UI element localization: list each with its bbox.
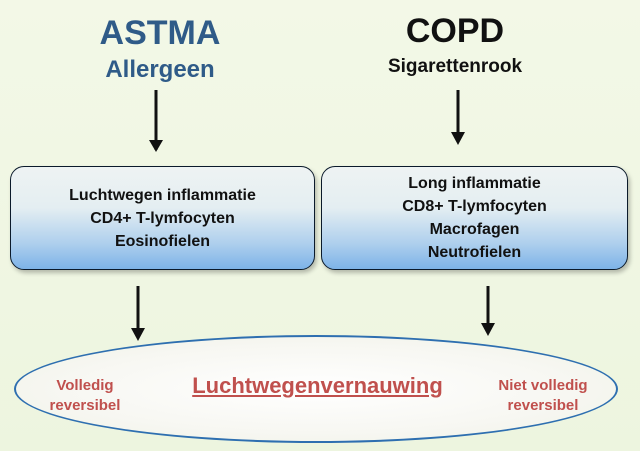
- astma-box-line: Luchtwegen inflammatie: [69, 186, 256, 204]
- copd-box-line: Macrofagen: [429, 221, 520, 238]
- astma-inflammation-box: Luchtwegen inflammatie CD4+ T-lymfocyten…: [10, 166, 315, 270]
- copd-inflammation-box: Long inflammatie CD8+ T-lymfocyten Macro…: [321, 166, 628, 270]
- copd-note-line: Niet volledig: [498, 377, 588, 394]
- copd-box-line: CD8+ T-lymfocyten: [402, 198, 547, 215]
- astma-note-line: Volledig: [56, 377, 114, 394]
- copd-title: COPD: [405, 12, 505, 50]
- astma-box-line: Eosinofielen: [114, 232, 211, 250]
- copd-box-line: Long inflammatie: [408, 175, 541, 192]
- astma-box-line: CD4+ T-lymfocyten: [90, 209, 235, 227]
- copd-reversibility-note: Niet volledig reversibel: [488, 376, 598, 416]
- outcome-label: Luchtwegenvernauwing: [192, 373, 443, 398]
- arrowhead-astma-to-outcome: [131, 328, 145, 341]
- copd-box-line: Neutrofielen: [427, 244, 522, 261]
- copd-note-line: reversibel: [507, 397, 579, 414]
- copd-trigger: Sigarettenrook: [387, 56, 523, 77]
- astma-reversibility-note: Volledig reversibel: [30, 376, 140, 416]
- arrowhead-copd-to-outcome: [481, 323, 495, 336]
- arrowhead-astma-to-box: [149, 140, 163, 152]
- astma-trigger: Allergeen: [105, 56, 215, 83]
- outcome-ellipse: [14, 335, 618, 443]
- astma-note-line: reversibel: [49, 397, 121, 414]
- arrowhead-copd-to-box: [451, 132, 465, 145]
- astma-title: ASTMA: [99, 14, 221, 52]
